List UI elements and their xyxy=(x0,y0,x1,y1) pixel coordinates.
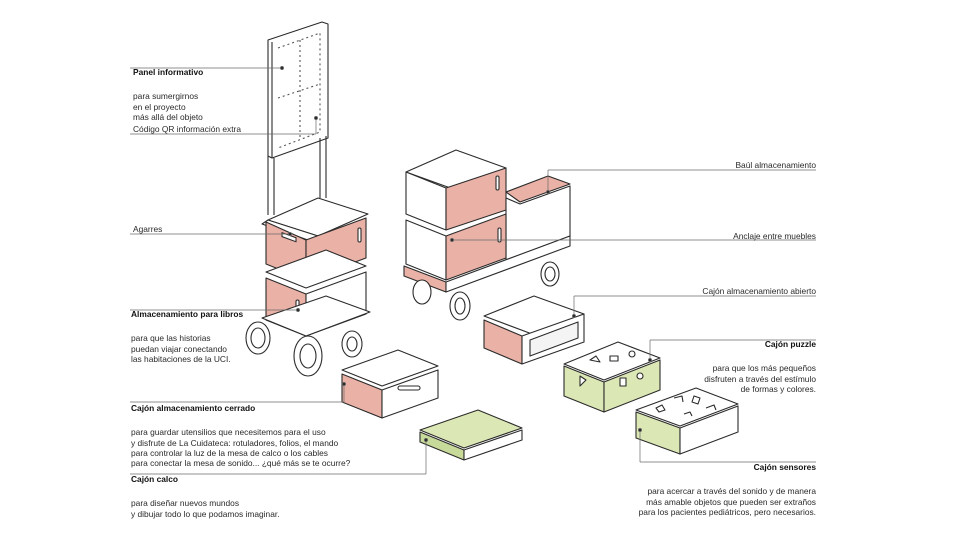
storage-trunk xyxy=(505,175,571,203)
label-trunk: Baúl almacenamiento xyxy=(735,160,816,170)
label-info-panel: Panel informativo para sumergirnos en el… xyxy=(133,57,203,122)
open-drawer xyxy=(483,295,585,365)
closed-drawer xyxy=(341,349,439,419)
puzzle-drawer xyxy=(563,341,661,413)
label-book-storage: Almacenamiento para libros para que las … xyxy=(131,299,243,364)
label-open-drawer: Cajón almacenamiento abierto xyxy=(702,286,816,296)
label-puzzle-drawer: Cajón puzzle para que los más pequeños d… xyxy=(704,329,816,394)
label-book-storage-title: Almacenamiento para libros xyxy=(131,309,244,320)
label-sensors-drawer-title: Cajón sensores xyxy=(753,462,816,473)
label-closed-drawer-title: Cajón almacenamiento cerrado xyxy=(131,403,256,414)
label-tracing-drawer: Cajón calco para diseñar nuevos mundos y… xyxy=(131,464,280,519)
label-sensors-drawer-desc: para acercar a través del sonido y de ma… xyxy=(638,486,816,518)
label-handles: Agarres xyxy=(133,224,163,234)
trolley-center xyxy=(403,149,571,321)
label-info-panel-title: Panel informativo xyxy=(133,67,204,78)
label-tracing-drawer-desc: para diseñar nuevos mundos y dibujar tod… xyxy=(131,498,280,519)
label-qr: Código QR información extra xyxy=(133,124,241,134)
label-tracing-drawer-title: Cajón calco xyxy=(131,474,179,485)
label-puzzle-drawer-desc: para que los más pequeños disfruten a tr… xyxy=(704,363,816,395)
label-sensors-drawer: Cajón sensores para acercar a través del… xyxy=(639,452,816,517)
tracing-drawer xyxy=(419,409,523,461)
label-closed-drawer-desc: para guardar utensilios que necesitemos … xyxy=(131,427,351,469)
sensors-drawer xyxy=(635,387,739,455)
label-book-storage-desc: para que las historias puedan viajar con… xyxy=(131,333,231,365)
label-info-panel-desc: para sumergirnos en el proyecto más allá… xyxy=(133,91,203,123)
label-anchor: Anclaje entre muebles xyxy=(733,231,816,241)
trolley-left xyxy=(245,21,371,377)
label-closed-drawer: Cajón almacenamiento cerrado para guarda… xyxy=(131,393,350,469)
info-panel xyxy=(267,21,329,159)
leader-lines xyxy=(130,66,816,475)
label-puzzle-drawer-title: Cajón puzzle xyxy=(764,339,816,350)
